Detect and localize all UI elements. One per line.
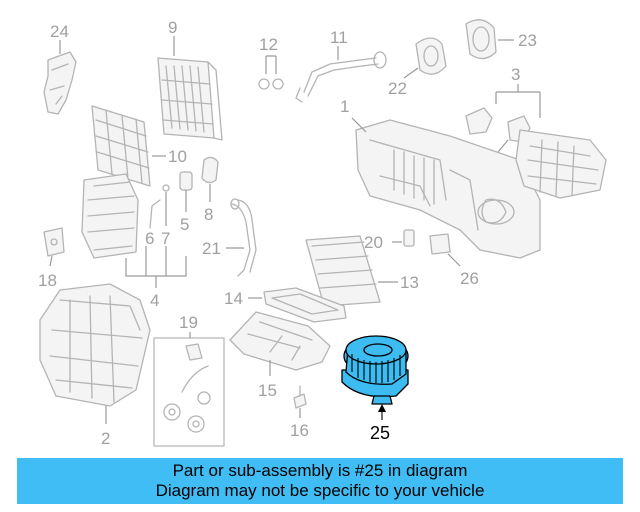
callout-7: 7 bbox=[161, 229, 170, 248]
callout-10: 10 bbox=[168, 147, 187, 166]
callout-6: 6 bbox=[145, 229, 154, 248]
callout-26: 26 bbox=[460, 269, 479, 288]
callout-9: 9 bbox=[168, 18, 177, 37]
part-22-seal: 22 bbox=[388, 37, 447, 98]
part-21-hose: 21 bbox=[202, 198, 257, 277]
callout-11: 11 bbox=[330, 28, 348, 47]
callout-13: 13 bbox=[400, 273, 419, 292]
callout-12: 12 bbox=[259, 35, 278, 54]
part-9-heater-core: 9 bbox=[157, 18, 223, 141]
part-15-cover: 15 bbox=[229, 311, 331, 400]
callout-25: 25 bbox=[370, 423, 390, 443]
part-10-evaporator: 10 bbox=[91, 105, 187, 187]
part-11-pipes: 11 bbox=[295, 28, 387, 103]
part-5-sensor: 5 bbox=[179, 171, 193, 234]
part-20-sensor: 20 bbox=[364, 229, 415, 252]
callout-23: 23 bbox=[518, 31, 537, 50]
callout-15: 15 bbox=[258, 381, 277, 400]
callout-5: 5 bbox=[180, 215, 189, 234]
callout-18: 18 bbox=[38, 271, 57, 290]
part-2-housing: 2 bbox=[39, 283, 151, 448]
callout-4: 4 bbox=[150, 291, 159, 310]
part-16-bolt: 16 bbox=[290, 385, 309, 440]
part-4-core-box: 4 bbox=[81, 173, 187, 310]
part-25-blower-motor[interactable]: 25 bbox=[341, 335, 409, 443]
callout-2: 2 bbox=[101, 429, 110, 448]
part-8-valve: 8 bbox=[201, 156, 219, 224]
callout-19: 19 bbox=[179, 313, 198, 332]
callout-21: 21 bbox=[202, 239, 221, 258]
part-24-bracket: 24 bbox=[43, 22, 77, 115]
part-13-filter: 13 bbox=[305, 235, 419, 307]
callout-1: 1 bbox=[340, 97, 349, 116]
parts-diagram: 24 9 12 11 22 23 3 bbox=[38, 18, 607, 448]
part-6-7-clips: 7 6 bbox=[145, 184, 170, 248]
part-12-fittings: 12 bbox=[258, 35, 284, 90]
part-18-bracket: 18 bbox=[38, 227, 65, 290]
part-3-duct bbox=[515, 129, 607, 199]
banner-line-1: Part or sub-assembly is #25 in diagram bbox=[172, 461, 468, 480]
part-14-frame: 14 bbox=[224, 287, 347, 323]
part-19-kit: 19 bbox=[153, 313, 225, 447]
part-23-seal: 23 bbox=[465, 19, 537, 60]
callout-8: 8 bbox=[204, 205, 213, 224]
banner-line-2: Diagram may not be specific to your vehi… bbox=[155, 481, 485, 500]
part-26-clip: 26 bbox=[429, 233, 479, 288]
callout-14: 14 bbox=[224, 289, 243, 308]
part-1-main-housing: 1 bbox=[340, 97, 541, 259]
callout-20: 20 bbox=[364, 233, 383, 252]
info-banner: Part or sub-assembly is #25 in diagram D… bbox=[17, 458, 623, 504]
callout-3: 3 bbox=[511, 65, 520, 84]
callout-22: 22 bbox=[388, 79, 407, 98]
callout-24: 24 bbox=[50, 22, 69, 41]
callout-16: 16 bbox=[290, 421, 309, 440]
